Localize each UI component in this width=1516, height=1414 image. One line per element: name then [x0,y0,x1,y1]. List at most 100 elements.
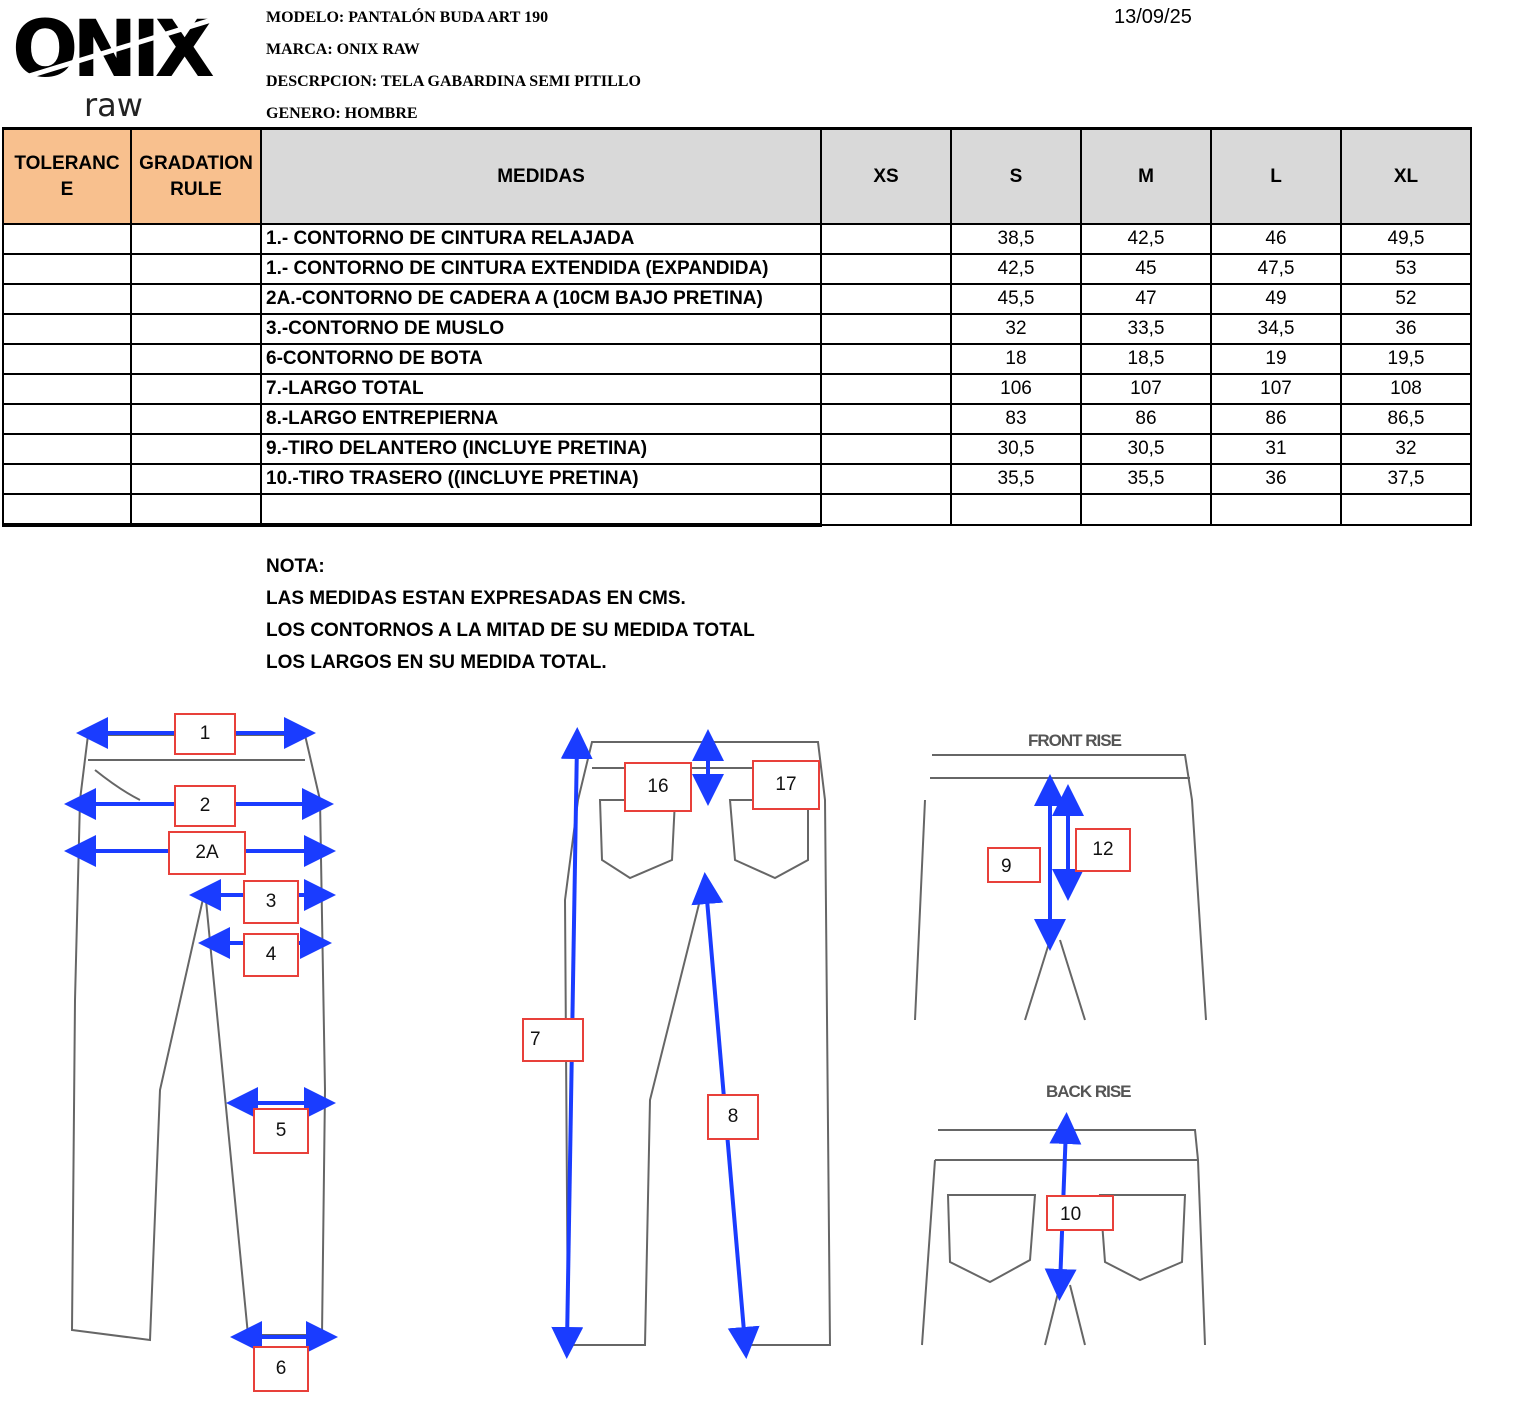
tolerance-cell [2,283,132,315]
size-value: 86,5 [1340,403,1472,435]
tolerance-cell [2,463,132,495]
header-size-s: S [950,127,1082,225]
measure-label: 8.-LARGO ENTREPIERNA [260,403,822,435]
measure-label: 7.-LARGO TOTAL [260,373,822,405]
measure-tag-17: 17 [752,760,820,810]
measure-tag-1: 1 [174,713,236,755]
measure-label [260,493,822,527]
measure-label: 1.- CONTORNO DE CINTURA EXTENDIDA (EXPAN… [260,253,822,285]
size-value: 18 [950,343,1082,375]
header-size-xs: XS [820,127,952,225]
size-value: 106 [950,373,1082,405]
measure-tag-3: 3 [243,880,299,924]
measure-tag-4: 4 [243,933,299,977]
size-value: 30,5 [1080,433,1212,465]
date-text: 13/09/25 [1114,6,1192,28]
measurement-table: TOLERANC E GRADATION RULE MEDIDAS XS S M… [2,127,1472,527]
note-line: LOS CONTORNOS A LA MITAD DE SU MEDIDA TO… [266,620,755,641]
tolerance-cell [2,373,132,405]
size-value [820,463,952,495]
gradation-cell [130,223,262,255]
gradation-cell [130,313,262,345]
size-value [820,343,952,375]
front-rise-title: FRONT RISE [1028,731,1122,750]
size-value: 19 [1210,343,1342,375]
tolerance-cell [2,343,132,375]
header-tolerance: TOLERANC E [2,127,132,225]
tolerance-cell [2,223,132,255]
table-row: 9.-TIRO DELANTERO (INCLUYE PRETINA) 30,5 3… [2,433,1472,465]
size-value: 37,5 [1340,463,1472,495]
size-value: 42,5 [1080,223,1212,255]
size-value: 86 [1210,403,1342,435]
measure-label: 3.-CONTORNO DE MUSLO [260,313,822,345]
measure-tag-8: 8 [707,1094,759,1140]
front-rise-drawing [914,754,1207,1021]
gradation-cell [130,433,262,465]
gradation-cell [130,343,262,375]
measure-tag-12: 12 [1075,828,1131,872]
note-line: LOS LARGOS EN SU MEDIDA TOTAL. [266,652,607,673]
size-value: 86 [1080,403,1212,435]
size-value: 32 [950,313,1082,345]
header-size-xl: XL [1340,127,1472,225]
tolerance-cell [2,313,132,345]
measure-tag-16: 16 [624,762,692,812]
size-value: 53 [1340,253,1472,285]
size-value [820,223,952,255]
size-value [820,403,952,435]
measure-tag-2: 2 [174,785,236,827]
back-pants-drawing [563,741,832,1346]
measure-tag-9: 9 [987,847,1041,883]
tolerance-cell [2,433,132,465]
svg-text:raw: raw [84,86,143,124]
size-value: 32 [1340,433,1472,465]
back-rise-drawing [921,1129,1206,1346]
gradation-cell [130,403,262,435]
measure-tag-6: 6 [253,1346,309,1392]
size-value: 34,5 [1210,313,1342,345]
table-header-row: TOLERANC E GRADATION RULE MEDIDAS XS S M… [2,127,1472,225]
size-value [1080,493,1212,526]
table-row: 2A.-CONTORNO DE CADERA A (10CM BAJO PRET… [2,283,1472,315]
descripcion-text: DESCRPCION: TELA GABARDINA SEMI PITILLO [266,73,641,90]
genero-text: GENERO: HOMBRE [266,105,418,122]
size-value: 45 [1080,253,1212,285]
measure-label: 6-CONTORNO DE BOTA [260,343,822,375]
size-value [820,253,952,285]
gradation-cell [130,493,262,527]
size-value [820,313,952,345]
measure-tag-5: 5 [253,1108,309,1154]
size-value: 108 [1340,373,1472,405]
size-value: 36 [1210,463,1342,495]
gradation-cell [130,253,262,285]
measure-label: 9.-TIRO DELANTERO (INCLUYE PRETINA) [260,433,822,465]
tolerance-cell [2,493,132,527]
size-value [820,493,952,526]
size-value [820,373,952,405]
tolerance-cell [2,253,132,285]
modelo-text: MODELO: PANTALÓN BUDA ART 190 [266,9,549,26]
back-rise-title: BACK RISE [1046,1082,1132,1101]
size-value: 19,5 [1340,343,1472,375]
measure-label: 2A.-CONTORNO DE CADERA A (10CM BAJO PRET… [260,283,822,315]
note-title: NOTA: [266,556,325,577]
gradation-cell [130,373,262,405]
size-value [1340,493,1472,526]
header-gradation: GRADATION RULE [130,127,262,225]
header-size-m: M [1080,127,1212,225]
size-value: 33,5 [1080,313,1212,345]
size-value: 35,5 [1080,463,1212,495]
size-value [950,493,1082,526]
size-value: 52 [1340,283,1472,315]
size-value: 36 [1340,313,1472,345]
size-value: 47 [1080,283,1212,315]
size-value: 49,5 [1340,223,1472,255]
measure-tag-7: 7 [522,1018,584,1062]
measure-label: 1.- CONTORNO DE CINTURA RELAJADA [260,223,822,255]
